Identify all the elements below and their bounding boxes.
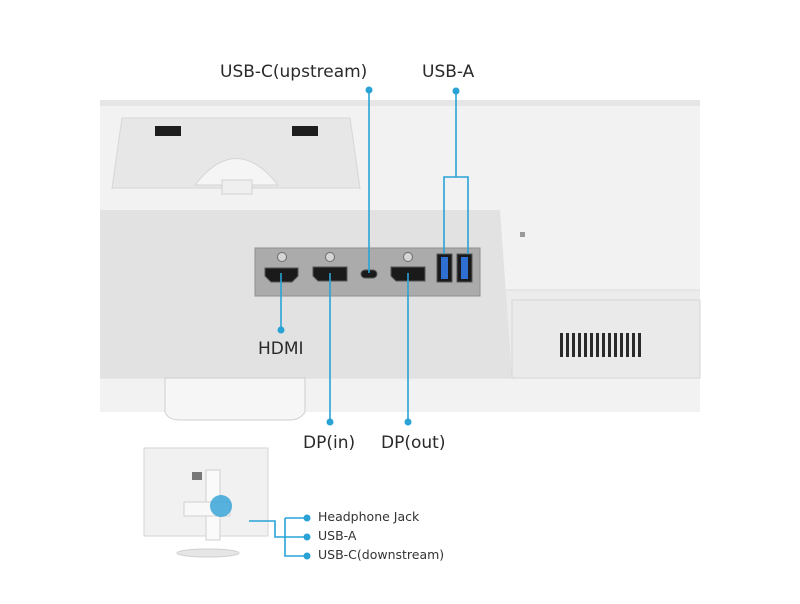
monitor-top-edge <box>100 100 700 106</box>
vent-slot <box>584 333 587 357</box>
callout-dot <box>278 327 285 334</box>
vent-slot <box>620 333 623 357</box>
callout-dot <box>453 88 460 95</box>
thumb-hole <box>192 472 202 480</box>
stand-neck <box>165 378 305 420</box>
vent-slot <box>626 333 629 357</box>
vent-slot <box>614 333 617 357</box>
vent-slot <box>632 333 635 357</box>
side-usba-label: USB-A <box>318 528 356 543</box>
vent-block <box>512 300 700 378</box>
usba-label: USB-A <box>422 62 474 82</box>
monitor-back <box>100 100 700 420</box>
vent-slot <box>602 333 605 357</box>
vent-slot <box>560 333 563 357</box>
screw-icon <box>326 253 335 262</box>
usbc-downstream-label: USB-C(downstream) <box>318 547 444 562</box>
side-callout-dots <box>304 515 311 560</box>
thumb-stand-base <box>177 549 239 557</box>
vent-slot <box>590 333 593 357</box>
mount-slot-right <box>292 126 318 136</box>
vent-slot <box>608 333 611 357</box>
callout-dot <box>327 419 334 426</box>
screw-icon <box>404 253 413 262</box>
usba-port-insert <box>441 257 448 279</box>
callout-dot <box>304 553 311 560</box>
callout-dot <box>405 419 412 426</box>
screw-icon <box>278 253 287 262</box>
thumb-port-highlight <box>210 495 232 517</box>
vent-slot <box>572 333 575 357</box>
vent-slot <box>638 333 641 357</box>
dp-in-label: DP(in) <box>303 433 355 453</box>
dp-out-label: DP(out) <box>381 433 445 453</box>
hdmi-label: HDMI <box>258 339 304 359</box>
mount-slot-left <box>155 126 181 136</box>
rear-hole <box>520 232 525 237</box>
callout-dot <box>304 534 311 541</box>
monitor-thumbnail <box>144 448 268 557</box>
callout-dot <box>366 87 373 94</box>
vent-slot <box>566 333 569 357</box>
callout-dot <box>304 515 311 522</box>
vent-slot <box>578 333 581 357</box>
vent-slot <box>596 333 599 357</box>
usba-port-insert <box>461 257 468 279</box>
headphone-jack-label: Headphone Jack <box>318 509 419 524</box>
usbc-upstream-label: USB-C(upstream) <box>220 62 367 82</box>
mount-latch <box>222 180 252 194</box>
